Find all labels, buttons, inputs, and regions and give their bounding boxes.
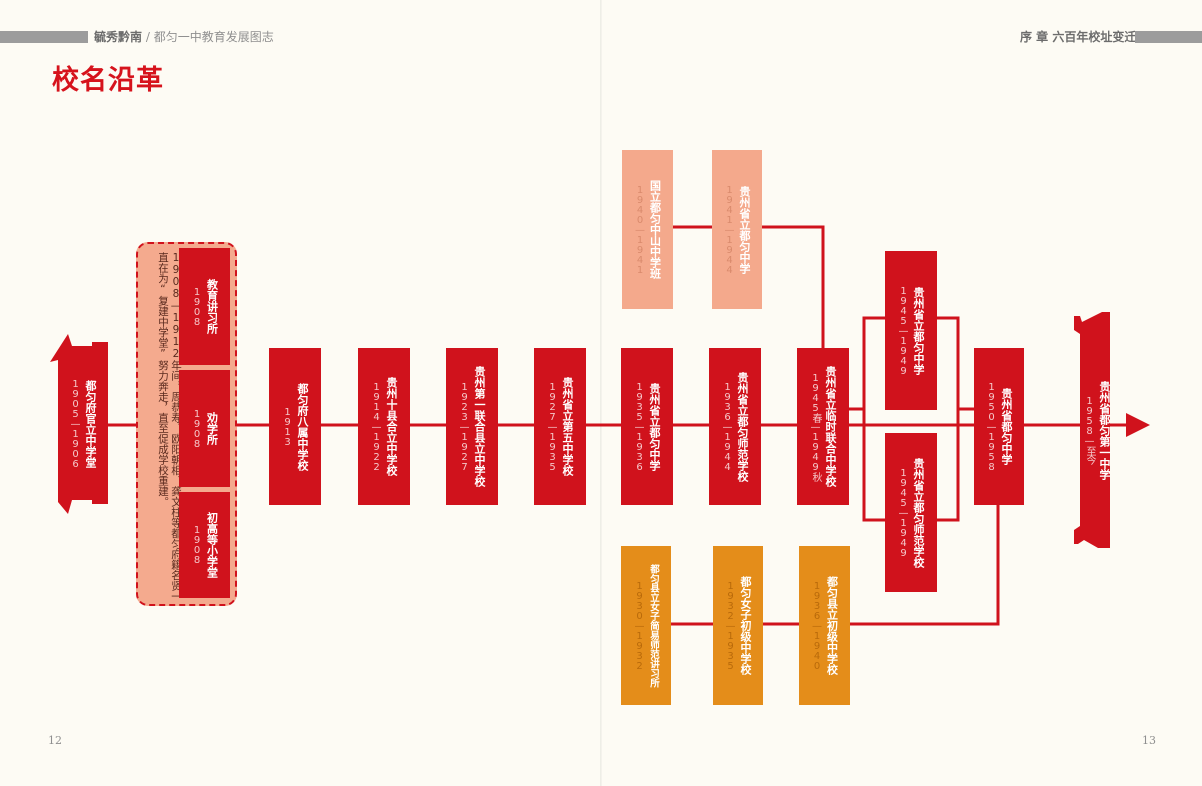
node-name: 贵州省立临时联合中学校	[824, 366, 837, 487]
header-left: 毓秀黔南 / 都匀一中教育发展图志	[94, 28, 274, 46]
connector-merge-top	[937, 316, 974, 411]
timeline-node-g1: 教育讲习所 1908	[179, 248, 230, 365]
node-years: 1950—1958	[986, 381, 997, 472]
node-years: 1958—至今	[1084, 396, 1095, 464]
connector-merge-bottom	[937, 409, 960, 522]
node-name: 贵州省立都匀师范学校	[912, 457, 925, 568]
node-years: 1908	[191, 525, 203, 565]
node-name: 都匀女子初级中学校	[739, 576, 752, 675]
node-name: 都匀县立女子简易师范讲习所	[648, 563, 659, 688]
node-name: 贵州省都匀中学	[1000, 388, 1013, 465]
node-years: 1930—1932	[634, 580, 645, 671]
timeline-node-n3: 贵州第一联合县立中学校 1923—1927	[446, 348, 498, 505]
timeline-node-end: 贵州省都匀第一中学 1958—至今	[1082, 330, 1112, 530]
node-name: 都匀县立初级中学校	[825, 576, 839, 675]
timeline-node-o2: 都匀女子初级中学校 1932—1935	[713, 546, 763, 705]
timeline-node-p2: 贵州省立都匀中学 1941—1944	[712, 150, 762, 309]
node-years: 1941—1944	[724, 184, 735, 275]
node-name: 贵州十县合立中学校	[385, 377, 398, 476]
node-years: 1927—1935	[547, 381, 558, 472]
node-name: 贵州省都匀第一中学	[1098, 380, 1111, 480]
node-name: 贵州省立都匀中学	[648, 382, 661, 471]
connector-split-top	[848, 316, 885, 411]
timeline-node-n8b: 贵州省立都匀师范学校 1945—1949	[885, 433, 937, 592]
node-years: 1935—1936	[634, 381, 645, 472]
node-name: 教育讲习所	[205, 279, 219, 334]
page-title: 校名沿革	[52, 65, 164, 96]
node-years: 1936—1940	[811, 580, 823, 671]
node-name: 国立都匀中山中学班	[648, 180, 662, 279]
timeline-node-n4: 贵州省立第五中学校 1927—1935	[534, 348, 586, 505]
node-name: 贵州第一联合县立中学校	[473, 366, 486, 487]
timeline-node-n6: 贵州省立都匀师范学校 1936—1944	[709, 348, 761, 505]
node-years: 1940—1941	[634, 184, 646, 275]
node-name: 都匀府八属中学校	[296, 382, 309, 471]
node-name: 贵州省立都匀中学	[912, 286, 925, 375]
header-bar-left	[0, 31, 88, 43]
timeline-node-p1: 国立都匀中山中学班 1940—1941	[622, 150, 673, 309]
group-note: 1908—1912年间，周恭寿、欧阳朝相、龚文柱等都匀府籍名贤一直在为“复建中学…	[157, 252, 182, 602]
page-gutter	[600, 0, 602, 786]
connector-p2-n7	[761, 225, 825, 348]
node-name: 贵州省立都匀师范学校	[736, 371, 749, 482]
node-years: 1923—1927	[459, 381, 470, 472]
node-years: 1914—1922	[371, 381, 382, 472]
node-name: 都匀府官立中学堂	[84, 380, 97, 468]
header-chapter-title: 序 章 六百年校址变迁	[1020, 30, 1137, 44]
timeline-node-g2: 劝学所 1908	[179, 370, 230, 487]
node-years: 1908	[191, 408, 203, 449]
timeline-node-n9: 贵州省都匀中学 1950—1958	[974, 348, 1024, 505]
page-number-right: 13	[1142, 734, 1156, 747]
timeline-node-n2: 贵州十县合立中学校 1914—1922	[358, 348, 410, 505]
timeline-node-o1: 都匀县立女子简易师范讲习所 1930—1932	[621, 546, 671, 705]
timeline-arrowhead	[1126, 413, 1150, 437]
connector-orange-line	[671, 505, 1000, 626]
node-years: 1945—1949	[898, 285, 909, 376]
header-bar-right	[1135, 31, 1202, 43]
node-years: 1913	[282, 406, 293, 447]
node-years: 1932—1935	[725, 580, 736, 671]
node-years: 1936—1944	[722, 381, 733, 472]
timeline-node-n8a: 贵州省立都匀中学 1945—1949	[885, 251, 937, 410]
node-name: 贵州省立第五中学校	[561, 377, 574, 476]
header-chapter: 序 章 六百年校址变迁	[1020, 28, 1136, 46]
node-name: 初高等小学堂	[205, 512, 219, 578]
node-years: 1945—1949	[898, 467, 909, 558]
timeline-node-o3: 都匀县立初级中学校 1936—1940	[799, 546, 850, 705]
page-number-left: 12	[48, 734, 62, 747]
connector-split-bottom	[862, 409, 885, 522]
node-years: 1945春—1949秋	[810, 372, 821, 481]
timeline-node-n5: 贵州省立都匀中学 1935—1936	[621, 348, 673, 505]
node-name: 贵州省立都匀中学	[738, 185, 751, 274]
node-years: 1905—1906	[70, 379, 81, 469]
timeline-node-g3: 初高等小学堂 1908	[179, 492, 230, 598]
node-years: 1908	[191, 286, 203, 327]
node-name: 劝学所	[205, 412, 219, 445]
start-gate-shape	[50, 334, 108, 514]
timeline-node-n7: 贵州省立临时联合中学校 1945春—1949秋	[797, 348, 849, 505]
header-book-subtitle: 都匀一中教育发展图志	[153, 30, 274, 44]
header-book-title: 毓秀黔南	[94, 30, 143, 44]
timeline-node-n1: 都匀府八属中学校 1913	[269, 348, 321, 505]
timeline-node-start: 都匀府官立中学堂 1905—1906	[58, 346, 108, 502]
end-gate-shape	[1074, 312, 1110, 548]
header-separator: /	[145, 30, 150, 44]
